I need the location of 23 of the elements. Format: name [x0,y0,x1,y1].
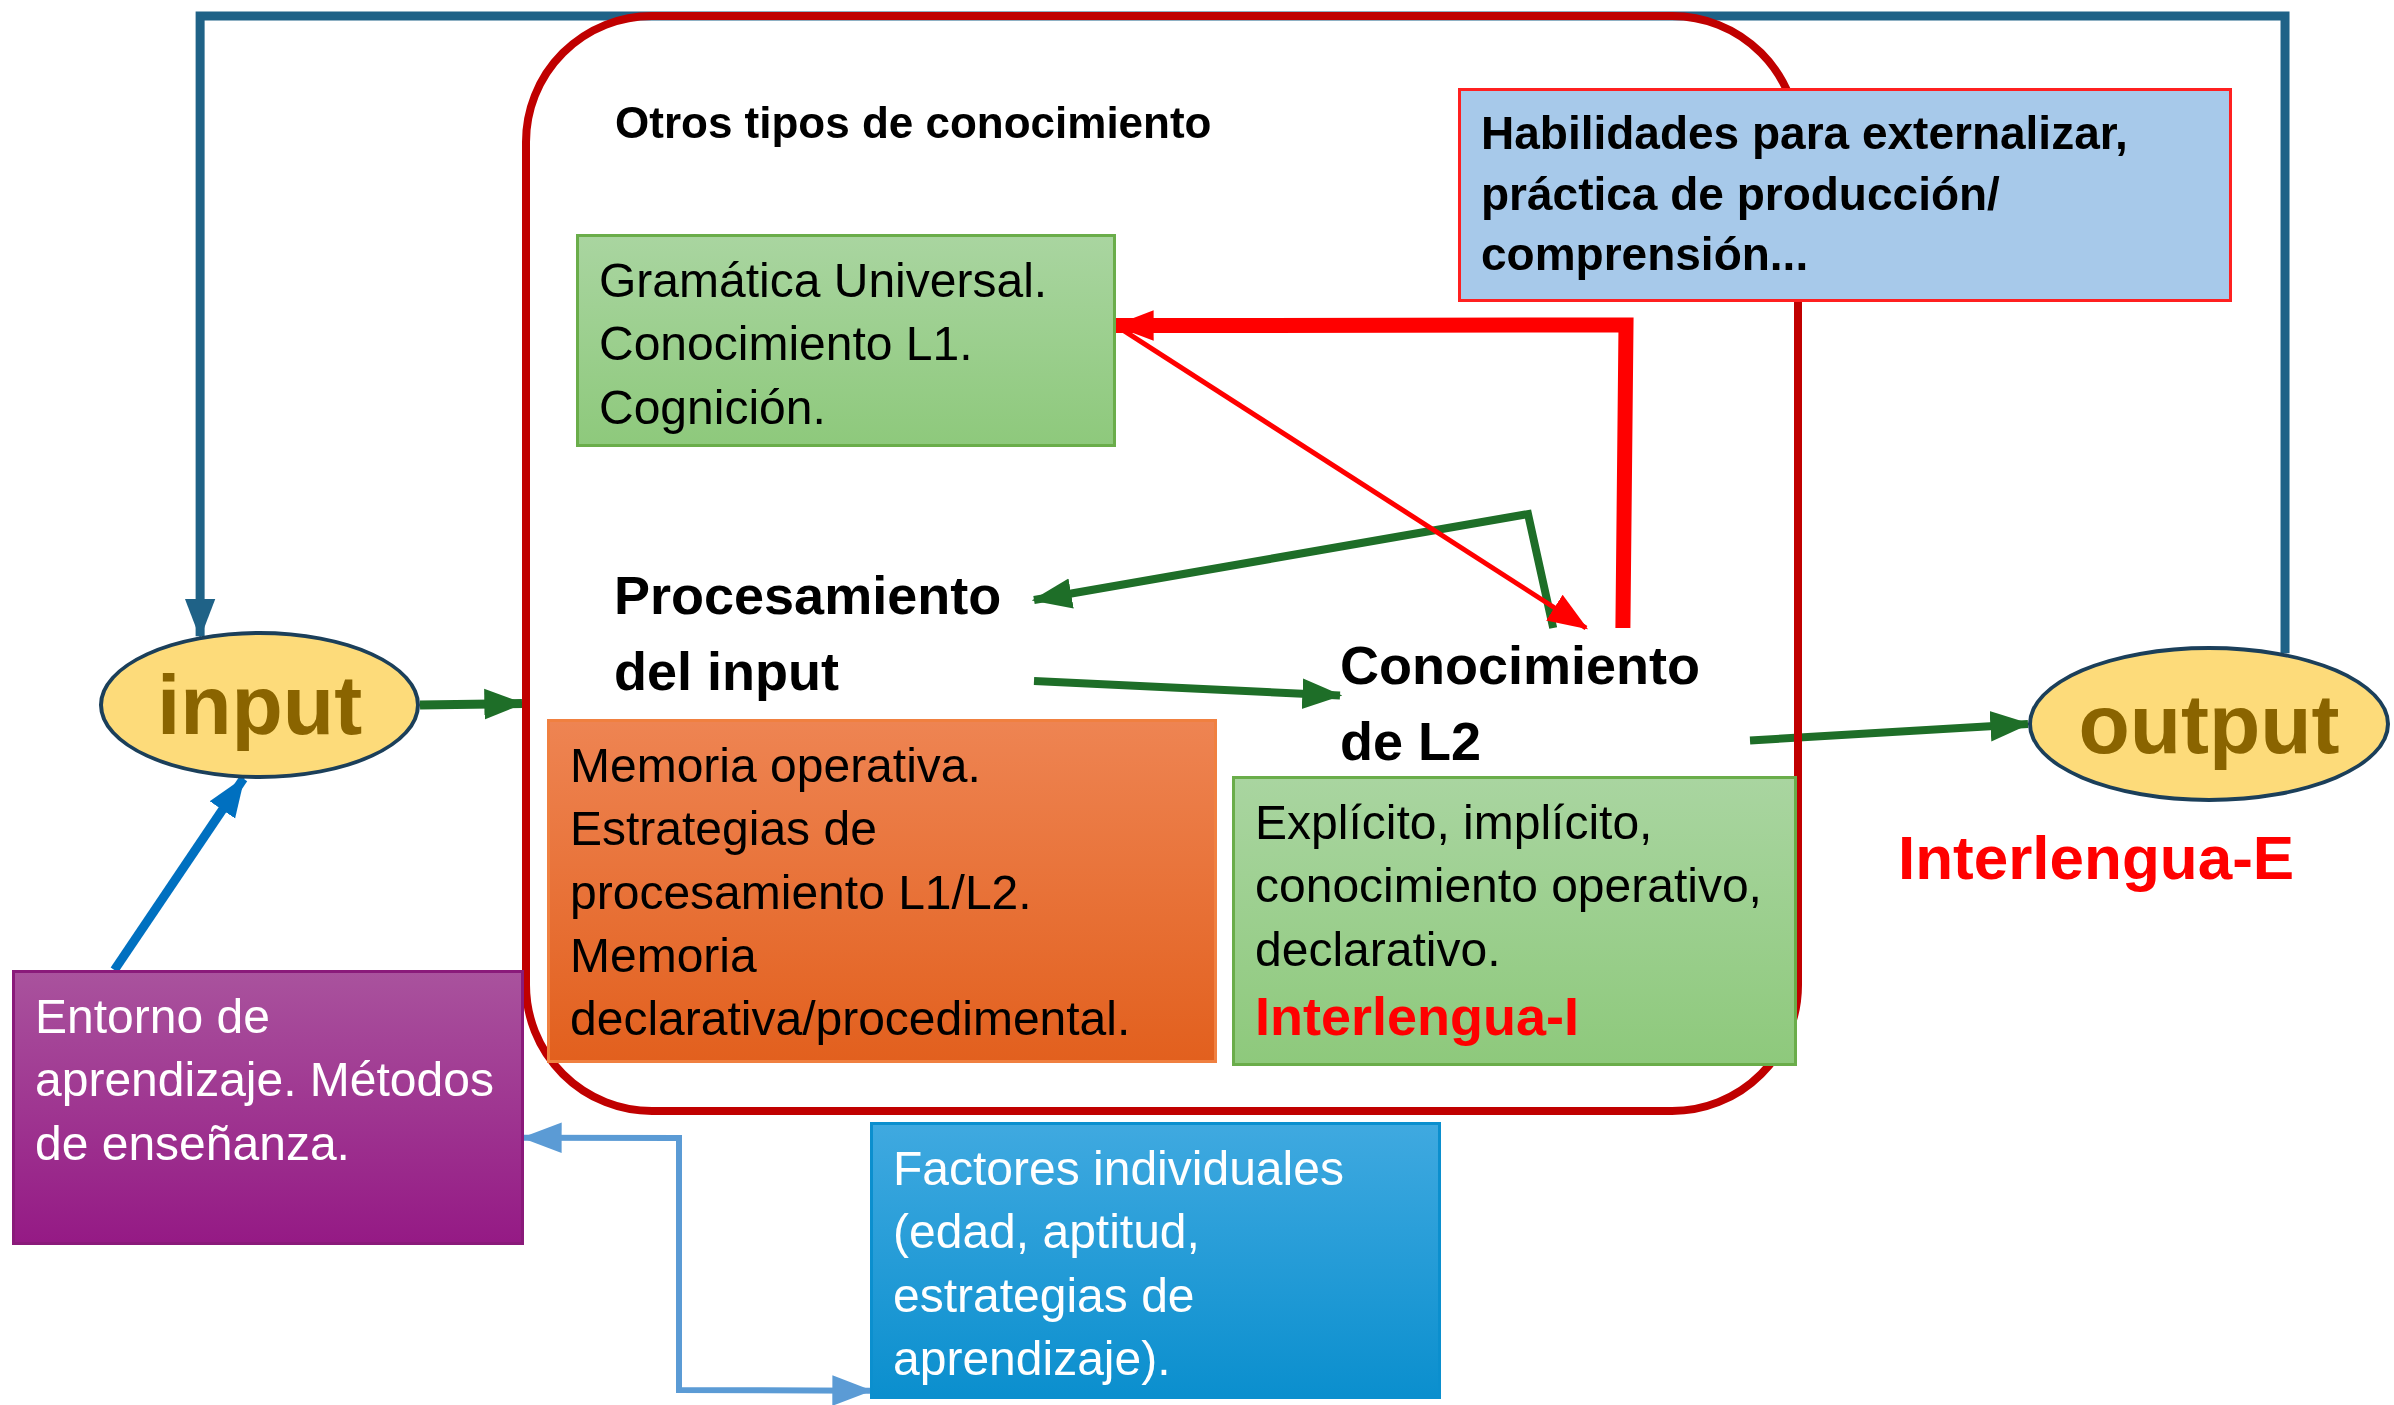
arrow [1031,509,1558,629]
process-box [1232,776,1797,1066]
node-caption: Interlengua-E [1898,822,2295,893]
node-label: output [2078,675,2340,773]
box-text: Habilidades para externalizar, práctica de producción/ comprensión... [1481,106,2129,283]
box-text: Entorno de aprendizaje. Métodos de enseñanza. [35,989,495,1172]
box-text: Factores individuales (edad, aptitud, estrategias de aprendizaje). [893,1141,1345,1388]
process-box [12,970,524,1245]
box-text: Memoria operativa. Estrategias de procesamiento L1/L2. Memoria declarativa/procedimental. [570,738,1132,1048]
process-box [547,719,1217,1063]
highlight-label: Interlengua-I [1255,985,1581,1049]
arrow [1033,677,1343,709]
group-heading: Otros tipos de conocimiento [615,98,1212,148]
node-label: input [156,656,363,754]
process-box [576,234,1116,447]
arrow [184,11,2290,654]
box-text: Explícito, implícito, conocimiento operativo, declarativo. [1255,795,1763,978]
process-box [1458,88,2232,302]
bold-label: Conocimiento de L2 [1340,628,1750,778]
box-text: Gramática Universal. Conocimiento L1. Cognición. [599,253,1049,436]
process-box [870,1122,1441,1399]
arrow [419,688,525,720]
bold-label: Procesamiento del input [614,558,1034,708]
